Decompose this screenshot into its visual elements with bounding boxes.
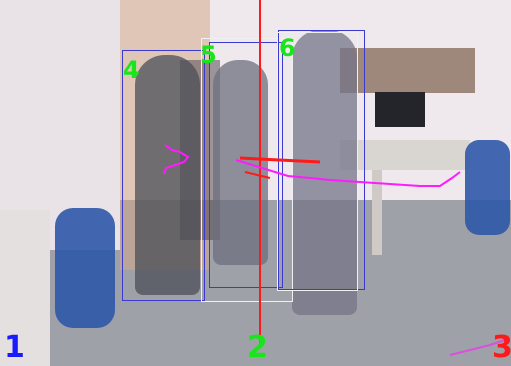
lower-right-track — [449, 339, 506, 356]
wall-shelf — [340, 48, 475, 93]
bbox-track-5-white — [201, 38, 293, 302]
track-label-5: 5 — [200, 41, 217, 69]
person-middle — [213, 60, 268, 265]
desk-leg — [372, 170, 382, 255]
track-label-6: 6 — [279, 34, 296, 62]
person-left — [135, 55, 200, 295]
corner-label-bottom-left: 1 — [4, 330, 25, 365]
crossing-marker — [239, 156, 321, 164]
bbox-track-6-white — [277, 32, 358, 291]
left-desk — [0, 210, 50, 366]
corner-label-bottom-center: 2 — [247, 330, 268, 365]
right-desk — [340, 140, 470, 170]
corner-label-bottom-right: 3 — [492, 330, 511, 365]
office-chair-right — [465, 140, 510, 235]
trajectory-track-6 — [235, 159, 461, 187]
crossing-marker-2 — [244, 171, 271, 179]
track-label-4: 4 — [123, 56, 140, 84]
bbox-track-5-blue — [209, 42, 283, 288]
monitor — [375, 92, 425, 127]
office-chair-left — [55, 208, 115, 328]
trajectory-track-4 — [163, 144, 190, 175]
bbox-track-4-blue — [122, 50, 205, 301]
person-right — [292, 30, 357, 315]
